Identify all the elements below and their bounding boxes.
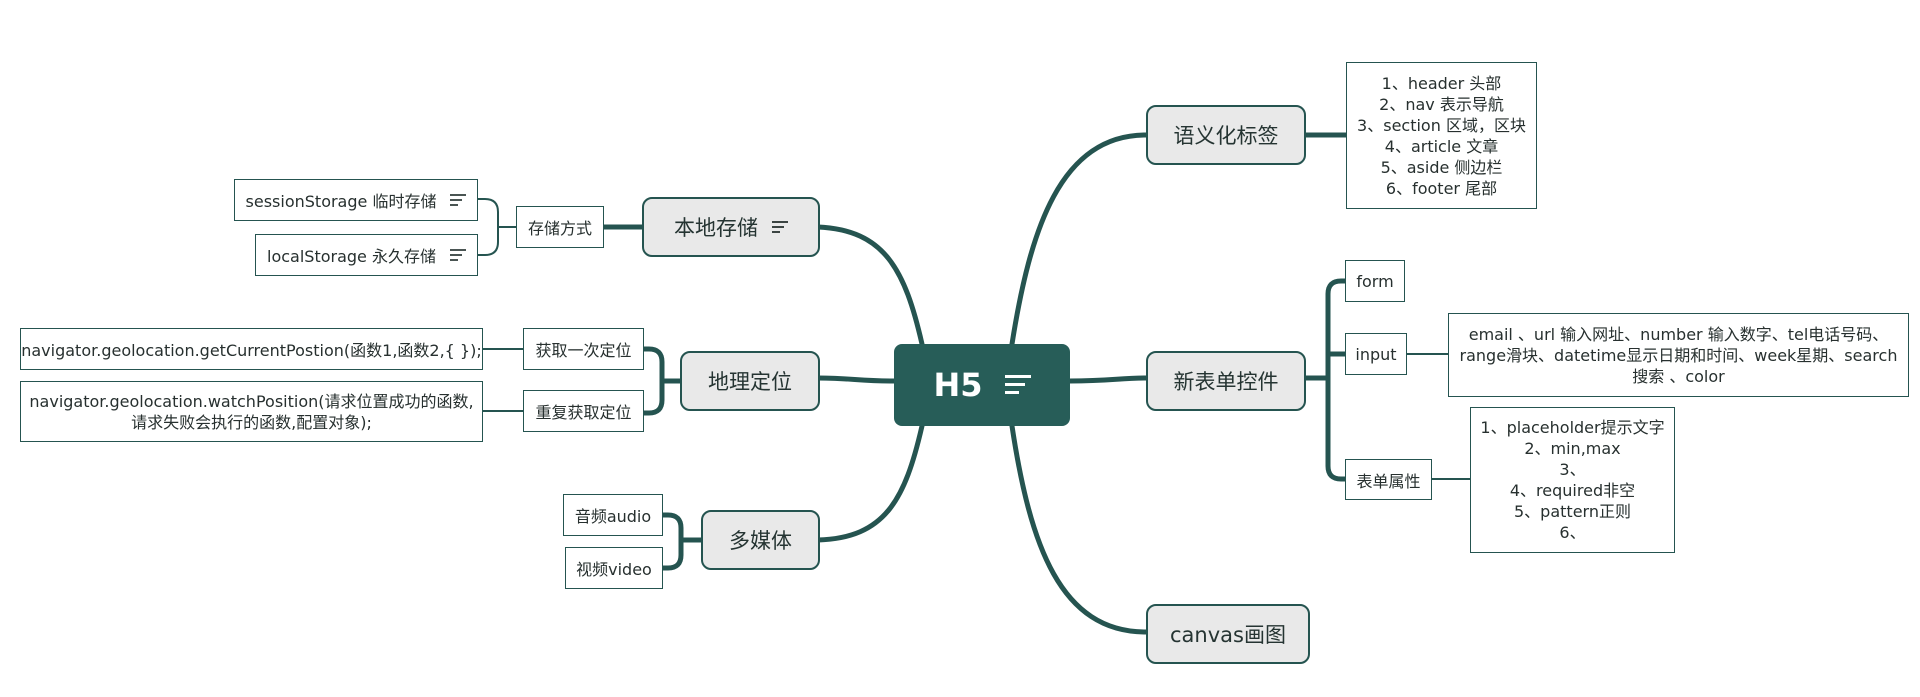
link-forms-down [1325, 375, 1348, 482]
get-once-code[interactable]: navigator.geolocation.getCurrentPostion(… [20, 328, 483, 370]
list-item: 5、aside 侧边栏 [1380, 157, 1503, 177]
link-media-down [660, 537, 684, 571]
link-center-geo [815, 375, 897, 384]
detail-line: range滑块、datetime显示日期和时间、week星期、search [1459, 345, 1898, 365]
list-item: 1、header 头部 [1381, 73, 1502, 93]
topic-media-label: 多媒体 [729, 529, 792, 553]
detail-line: 2、min,max [1524, 439, 1621, 458]
detail-line: 4、required非空 [1509, 481, 1636, 500]
list-item: 4、article 文章 [1384, 136, 1499, 156]
link-geo-up [641, 346, 665, 384]
form-attributes-label: 表单属性 [1356, 471, 1421, 491]
list-item: 2、nav 表示导航 [1379, 94, 1504, 114]
watch-position-code[interactable]: navigator.geolocation.watchPosition(请求位置… [20, 381, 483, 442]
topic-new-form-controls[interactable]: 新表单控件 [1146, 351, 1306, 411]
local-storage-node[interactable]: localStorage 永久存储 [255, 234, 478, 276]
topic-geo-label: 地理定位 [708, 370, 792, 394]
audio-label: 音频audio [574, 507, 652, 526]
semantic-tag-list[interactable]: 1、header 头部 2、nav 表示导航 3、section 区域，区块 4… [1346, 62, 1537, 209]
link-forms-up [1325, 278, 1348, 381]
session-storage-label: sessionStorage 临时存储 [245, 192, 437, 211]
topic-forms-label: 新表单控件 [1173, 370, 1279, 394]
link-geo-down [641, 378, 665, 416]
topic-canvas-label: canvas画图 [1170, 623, 1286, 647]
link-media-up [660, 512, 684, 543]
topic-geolocation[interactable]: 地理定位 [680, 351, 820, 411]
link-center-semantic [1009, 132, 1149, 347]
link-center-forms [1067, 375, 1149, 384]
detail-line: 6、 [1559, 523, 1586, 542]
session-storage-node[interactable]: sessionStorage 临时存储 [234, 179, 478, 221]
link-method-up [477, 198, 499, 228]
form-attributes-node[interactable]: 表单属性 [1345, 459, 1432, 500]
topic-local-storage[interactable]: 本地存储 [642, 197, 820, 257]
link-center-storage [815, 224, 925, 347]
link-center-canvas [1009, 423, 1149, 635]
code-line: navigator.geolocation.watchPosition(请求位置… [29, 391, 474, 411]
topic-semantic-tags[interactable]: 语义化标签 [1146, 105, 1306, 165]
detail-line: 3、 [1559, 460, 1586, 479]
link-method-down [477, 226, 499, 256]
video-label: 视频video [576, 560, 652, 579]
watch-position-node[interactable]: 重复获取定位 [523, 390, 644, 432]
lines-note-icon[interactable] [450, 194, 467, 206]
topic-semantic-label: 语义化标签 [1173, 124, 1279, 148]
storage-method-label: 存储方式 [527, 219, 592, 238]
input-label: input [1355, 344, 1397, 364]
link-center-media [815, 423, 925, 543]
code-line: 请求失败会执行的函数,配置对象); [131, 412, 372, 432]
form-node[interactable]: form [1345, 260, 1405, 302]
form-label: form [1356, 271, 1394, 291]
lines-note-icon[interactable] [1004, 375, 1031, 395]
detail-line: email 、url 输入网址、number 输入数字、tel电话号码、 [1468, 324, 1889, 344]
input-node[interactable]: input [1345, 333, 1407, 375]
topic-canvas[interactable]: canvas画图 [1146, 604, 1310, 664]
watch-position-label: 重复获取定位 [535, 403, 632, 422]
local-storage-label: localStorage 永久存储 [267, 247, 436, 266]
topic-multimedia[interactable]: 多媒体 [701, 510, 820, 570]
central-topic[interactable]: H5 [894, 344, 1070, 426]
topic-storage-label: 本地存储 [674, 216, 758, 240]
list-item: 6、footer 尾部 [1385, 178, 1498, 198]
audio-node[interactable]: 音频audio [563, 494, 663, 536]
get-once-label: 获取一次定位 [535, 341, 632, 360]
input-types-detail[interactable]: email 、url 输入网址、number 输入数字、tel电话号码、 ran… [1448, 313, 1909, 397]
lines-note-icon[interactable] [772, 221, 788, 233]
form-attributes-detail[interactable]: 1、placeholder提示文字 2、min,max 3、 4、require… [1470, 407, 1675, 553]
detail-line: 1、placeholder提示文字 [1480, 418, 1665, 437]
lines-note-icon[interactable] [449, 249, 466, 261]
central-topic-label: H5 [933, 366, 983, 404]
video-node[interactable]: 视频video [565, 547, 663, 589]
get-once-code-text: navigator.geolocation.getCurrentPostion(… [21, 341, 482, 360]
storage-method-node[interactable]: 存储方式 [516, 206, 604, 248]
detail-line: 5、pattern正则 [1514, 502, 1631, 521]
list-item: 3、section 区域，区块 [1357, 115, 1526, 135]
detail-line: 搜索 、color [1632, 366, 1725, 386]
get-once-node[interactable]: 获取一次定位 [523, 328, 644, 370]
